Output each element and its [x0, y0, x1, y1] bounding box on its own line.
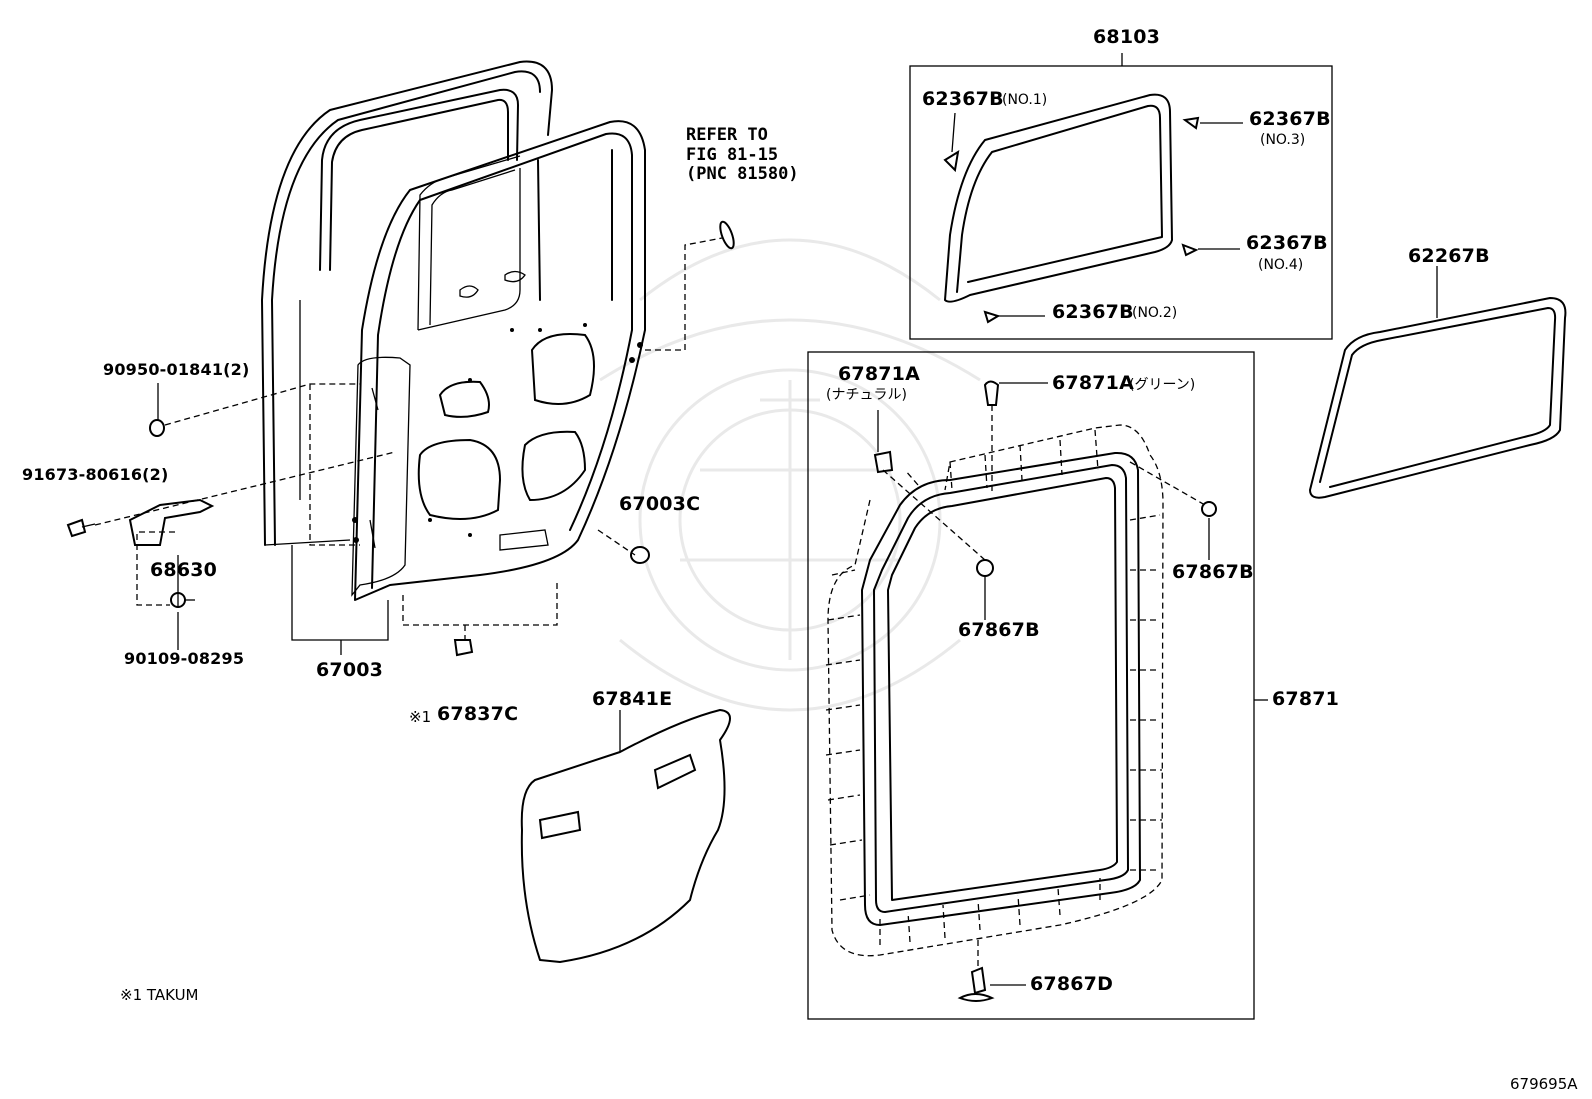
- label-67867b-right: 67867B: [1172, 561, 1254, 583]
- refer-line-1: REFER TO: [686, 125, 768, 145]
- label-62267b: 62267B: [1408, 245, 1490, 267]
- note-67837c-mark: ※1: [409, 708, 432, 726]
- note-62367b-no1: (NO.1): [1002, 92, 1048, 108]
- service-hole-cover-drawing: [520, 709, 731, 963]
- glass-run-box: [909, 53, 1333, 340]
- note-62367b-no4: (NO.4): [1258, 257, 1304, 273]
- label-67867b-center: 67867B: [958, 619, 1040, 641]
- label-62367b-no3: 62367B: [1249, 108, 1331, 130]
- label-67871a-natural: 67871A: [838, 363, 921, 385]
- label-62367b-no2: 62367B: [1052, 301, 1134, 323]
- door-inner-panel-drawing: [351, 120, 646, 601]
- note-62367b-no2: (NO.2): [1132, 305, 1178, 321]
- label-67837c: 67837C: [437, 703, 519, 725]
- refer-line-3: (PNC 81580): [686, 164, 799, 185]
- label-62367b-no1: 62367B: [922, 88, 1004, 110]
- label-62367b-no4: 62367B: [1246, 232, 1328, 254]
- label-91673-80616: 91673-80616(2): [22, 465, 169, 484]
- label-67871: 67871: [1272, 688, 1340, 710]
- note-67871a-natural: (ナチュラル): [826, 387, 907, 403]
- label-67841e: 67841E: [592, 688, 673, 710]
- refer-note: REFER TO FIG 81-15 (PNC 81580): [686, 125, 799, 185]
- glass-seal-62267b: [1309, 266, 1567, 499]
- footnote: ※1 TAKUM: [120, 986, 199, 1004]
- label-67867d: 67867D: [1030, 973, 1114, 995]
- weatherstrip-box: [807, 351, 1268, 1020]
- label-67003: 67003: [316, 659, 384, 681]
- watermark-emblem: [599, 238, 981, 712]
- label-90950-01841: 90950-01841(2): [103, 360, 250, 379]
- door-leader-lines: [94, 237, 723, 655]
- refer-line-2: FIG 81-15: [686, 144, 779, 165]
- door-outer-panel-drawing: [261, 60, 553, 546]
- note-62367b-no3: (NO.3): [1260, 132, 1306, 148]
- diagram-id: 679695A: [1510, 1075, 1578, 1093]
- label-90109-08295: 90109-08295: [124, 649, 245, 668]
- label-67871a-green: 67871A: [1052, 372, 1135, 394]
- note-67871a-green: (グリーン): [1129, 377, 1196, 393]
- hardware-parts: [66, 220, 735, 657]
- label-67003c: 67003C: [619, 493, 701, 515]
- label-68103: 68103: [1093, 26, 1161, 48]
- label-68630: 68630: [150, 559, 218, 581]
